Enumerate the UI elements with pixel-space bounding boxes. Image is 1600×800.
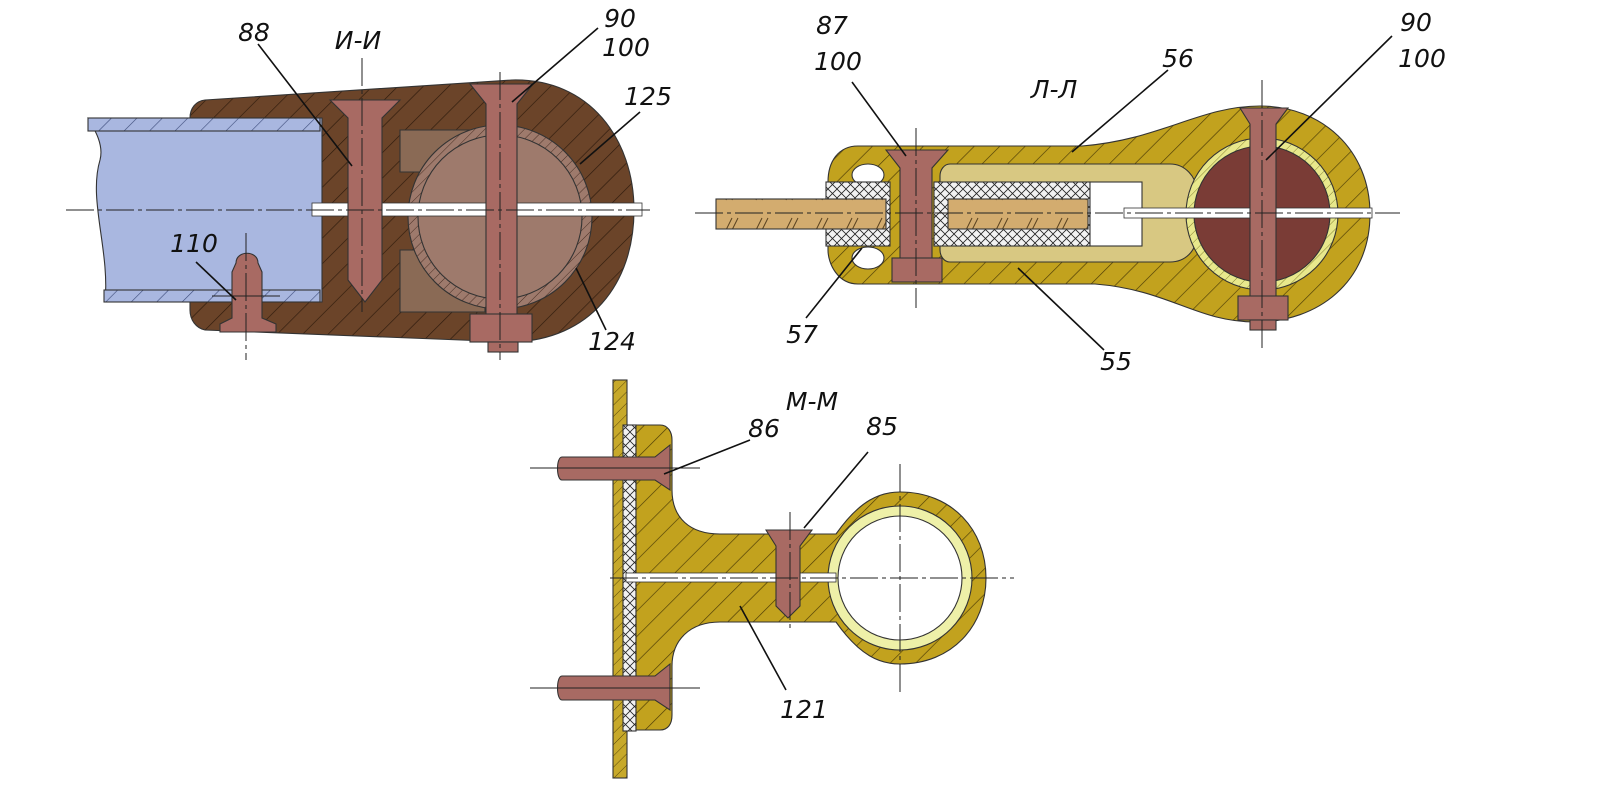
callout-100-ll-b: 100 (1398, 44, 1446, 73)
callout-88: 88 (238, 18, 270, 47)
screw-85 (765, 529, 814, 619)
callout-90-ll: 90 (1400, 8, 1432, 37)
callout-124: 124 (588, 327, 636, 356)
hole-bottom (851, 246, 885, 270)
callout-85: 85 (866, 412, 898, 441)
callout-110: 110 (170, 229, 218, 258)
callout-87: 87 (816, 11, 848, 40)
section-title-ll: Л-Л (1030, 75, 1078, 104)
wall-screw-86-bottom (556, 662, 671, 712)
rod-inner (947, 198, 1089, 230)
rivet-110 (219, 252, 277, 333)
callout-86: 86 (748, 414, 780, 443)
callout-100: 100 (602, 33, 650, 62)
callout-125: 125 (624, 82, 672, 111)
section-mm: М-М 86 85 121 (530, 379, 1014, 779)
bolt-tail-ll (1249, 319, 1277, 331)
callout-57: 57 (786, 320, 818, 349)
section-ii: И-И 88 90 100 125 110 124 (66, 4, 672, 360)
section-ll: Л-Л 87 100 56 90 100 57 55 (695, 8, 1446, 376)
section-title-ii: И-И (335, 26, 382, 55)
callout-90: 90 (604, 4, 636, 33)
nut-87 (891, 257, 943, 283)
section-title-mm: М-М (786, 387, 838, 416)
callout-121: 121 (780, 695, 828, 724)
rod-outer (715, 198, 887, 230)
callout-56: 56 (1162, 44, 1194, 73)
nut-100 (469, 313, 533, 343)
countersunk-screw-88 (328, 99, 402, 303)
tube-wall-top (87, 117, 321, 132)
callout-100-ll: 100 (814, 47, 862, 76)
nut-90-ll (1237, 295, 1289, 321)
bolt-tail (487, 341, 519, 353)
callout-55: 55 (1100, 347, 1132, 376)
